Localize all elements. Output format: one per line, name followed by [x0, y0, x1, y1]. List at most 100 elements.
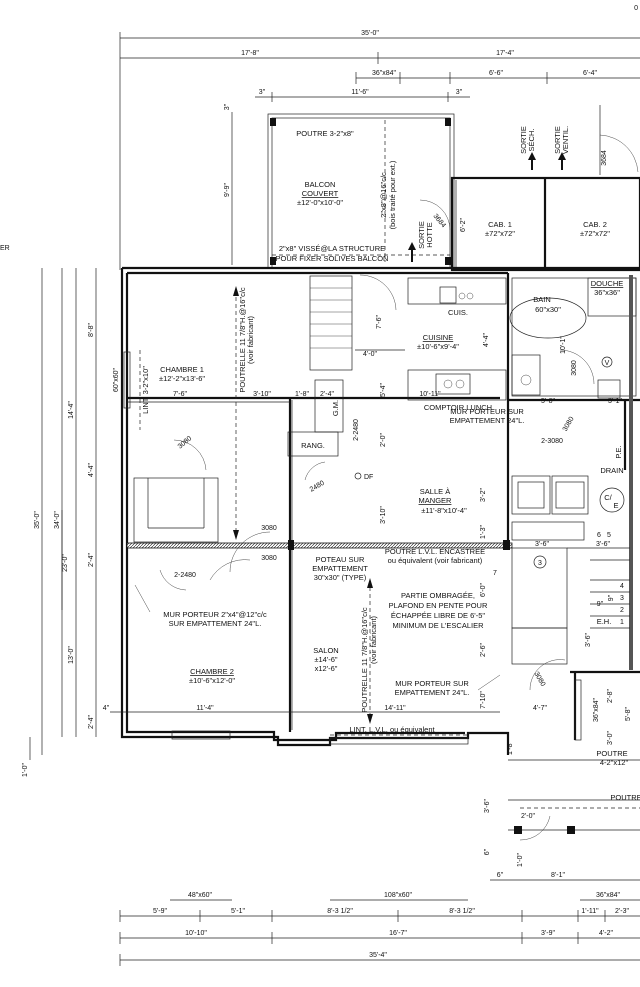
lint-lvl: LINT. L.V.L. ou équivalent — [349, 725, 435, 734]
poutrelle2-a: POUTRELLE 11 7/8"H.@16"c/c — [360, 607, 369, 713]
stair-3-circle: 3 — [538, 560, 542, 567]
dim-v-62: 6'-2" — [460, 218, 467, 232]
dim-h-1011: 10'-11" — [419, 391, 441, 398]
door-2480-c: 2480 — [309, 480, 326, 494]
cab2-size: ±72"x72" — [580, 229, 610, 238]
dim-r-64: 6'-4" — [583, 70, 597, 77]
dim-h-24: 2'-4" — [320, 391, 334, 398]
stair-3: 3 — [620, 595, 624, 602]
dim-v-32: 3'-2" — [480, 488, 487, 502]
sortie-hotte-2: HOTTE — [425, 222, 434, 247]
sortie-vent-1: SORTIE — [553, 126, 562, 154]
cuis-label: CUIS. — [448, 308, 468, 317]
stair-7: 7 — [493, 570, 497, 577]
poutre-right-3: POUTRE — [610, 793, 640, 802]
douche-name: DOUCHE — [591, 279, 624, 288]
dim-b-51: 5'-1" — [231, 908, 245, 915]
dim-l-44: 4'-4" — [88, 463, 95, 477]
salon-size-2: x12'-6" — [315, 664, 338, 673]
dim-balc-window: 36"x84" — [372, 70, 397, 77]
pe-label: P.E. — [614, 445, 623, 458]
balcon-label-1: BALCON — [305, 180, 336, 189]
bathroom: DOUCHE 36"x36" BAIN 60"x30" 10'-1" V 308… — [509, 277, 637, 433]
stair-4: 4 — [620, 583, 624, 590]
chambre-2: CHAMBRE 2 ±10'-6"x12'-0" 4" 11'-4" 14'-1… — [103, 667, 547, 901]
dim-b-39: 3'-9" — [541, 930, 555, 937]
dim-v-36: 3'-6" — [484, 799, 491, 813]
dim-h-58: 5'-8" — [541, 398, 555, 405]
ombre-3: ÉCHAPPÉE LIBRE DE 6'-5" — [391, 611, 485, 620]
poutrelle2-b: (voir fabricant) — [369, 616, 378, 664]
stair-5: 5 — [607, 532, 611, 539]
dim-v-54: 5'-4" — [380, 383, 387, 397]
dim-b-111: 1'-11" — [581, 908, 599, 915]
stair-2: 2 — [620, 607, 624, 614]
cuisine-size: ±10'-6"x9'-4" — [417, 342, 459, 351]
cuisine-name: CUISINE — [423, 333, 453, 342]
dim-v-44: 4'-4" — [483, 333, 490, 347]
dim-h-76: 7'-6" — [173, 391, 187, 398]
ombre-2: PLAFOND EN PENTE POUR — [389, 601, 488, 610]
dim-b-23: 2'-3" — [615, 908, 629, 915]
salon-size-1: ±14'-6" — [314, 655, 338, 664]
poteau-2: EMPATTEMENT — [312, 564, 368, 573]
salon: SALON ±14'-6" x12'-6" POUTRELLE 11 7/8"H… — [313, 578, 470, 901]
dim-l-144: 14'-4" — [68, 401, 75, 419]
door-3080-b: 3080 — [571, 360, 578, 376]
ce-label-2: E — [613, 501, 618, 510]
dim-top-total: 35'-0" — [361, 30, 379, 37]
balcon-label-2: COUVERT — [302, 189, 339, 198]
edge-er: ER — [0, 245, 10, 252]
dim-h-114: 11'-4" — [196, 705, 214, 712]
dim-v-58: 5'-8" — [625, 707, 632, 721]
top-edge-mark: 0 — [634, 5, 638, 12]
lvl-1: POUTRE L.V.L. ENCASTRÉE — [385, 547, 485, 556]
dim-v-26: 2'-6" — [480, 643, 487, 657]
window-60x60: 60"x60" — [113, 367, 120, 392]
dim-v-30: 3'-0" — [607, 731, 614, 745]
stair-6: 6 — [597, 532, 601, 539]
dim-b-42: 4'-2" — [599, 930, 613, 937]
dim-h-4: 4" — [103, 705, 110, 712]
closets: 2-2480 3080 MUR PORTEUR 2"x4"@12"c/c SUR… — [133, 435, 267, 628]
sortie-sech-1: SORTIE — [519, 126, 528, 154]
door-3080-c: 3080 — [562, 416, 576, 433]
stairs-area: 7'-6" 4'-0" G.M. 2-2480 5'-4" RANG. 2480… — [287, 275, 405, 524]
sortie-hotte-1: SORTIE — [417, 221, 426, 249]
salle-size: ±11'-8"x10'-4" — [421, 506, 467, 515]
mur2x4-b: SUR EMPATTEMENT 24"L. — [169, 619, 262, 628]
dim-b-59: 5'-9" — [153, 908, 167, 915]
rang-label: RANG. — [301, 441, 325, 450]
poutre-top-note: POUTRE 3-2"x8" — [296, 129, 354, 138]
dim-l-88: 8'-8" — [88, 323, 95, 337]
dim-v-40: 4'-0" — [363, 351, 377, 358]
dim-v-20: 2'-0" — [380, 433, 387, 447]
dim-b-832b: 8'-3 1/2" — [449, 908, 475, 915]
balcon-size: ±12'-0"x10'-0" — [297, 198, 343, 207]
dim-s-6: 6" — [497, 872, 504, 879]
dim-balc-3c: 3" — [224, 103, 231, 110]
dim-left-230: 23'-0" — [62, 554, 69, 572]
solives-note-2: POUR FIXER SOLIVES BALCON — [276, 254, 389, 263]
dim-l-24b: 2'-4" — [88, 715, 95, 729]
poutre-right-2: 4-2"x12" — [600, 758, 629, 767]
poutrelle1-b: (voir fabricant) — [246, 316, 255, 364]
mur-porteur1-b: EMPATTEMENT 24"L. — [450, 416, 525, 425]
dim-r-66: 6'-6" — [489, 70, 503, 77]
poteau-3: 30"x30" (TYPE) — [314, 573, 367, 582]
left-dimensions: 35'-0" 34'-0" 14'-4" 13'-0" 23'-0" 8'-8"… — [0, 245, 97, 777]
dim-balc-3b: 3" — [456, 89, 463, 96]
bain-name: BAIN — [533, 295, 551, 304]
dim-l-10: 1'-0" — [22, 763, 29, 777]
ombre-1: PARTIE OMBRAGÉE, — [401, 591, 475, 600]
staircase: 4 3 2 1 6 5 7 3 3'-6" 3'-6" 3'-6" 9" 9" … — [480, 521, 630, 709]
dim-s-9b: 9" — [608, 594, 615, 601]
dim-b-167: 16'-7" — [389, 930, 407, 937]
dim-h-47: 4'-7" — [533, 705, 547, 712]
door-3080-d: 3080 — [261, 525, 277, 532]
mur-porteur2-b: EMPATTEMENT 24"L. — [395, 688, 470, 697]
dim-v-13: 1'-3" — [480, 525, 487, 539]
salle-name-2: MANGER — [419, 496, 453, 505]
cab1-size: ±72"x72" — [485, 229, 515, 238]
dim-balc-3a: 3" — [259, 89, 266, 96]
